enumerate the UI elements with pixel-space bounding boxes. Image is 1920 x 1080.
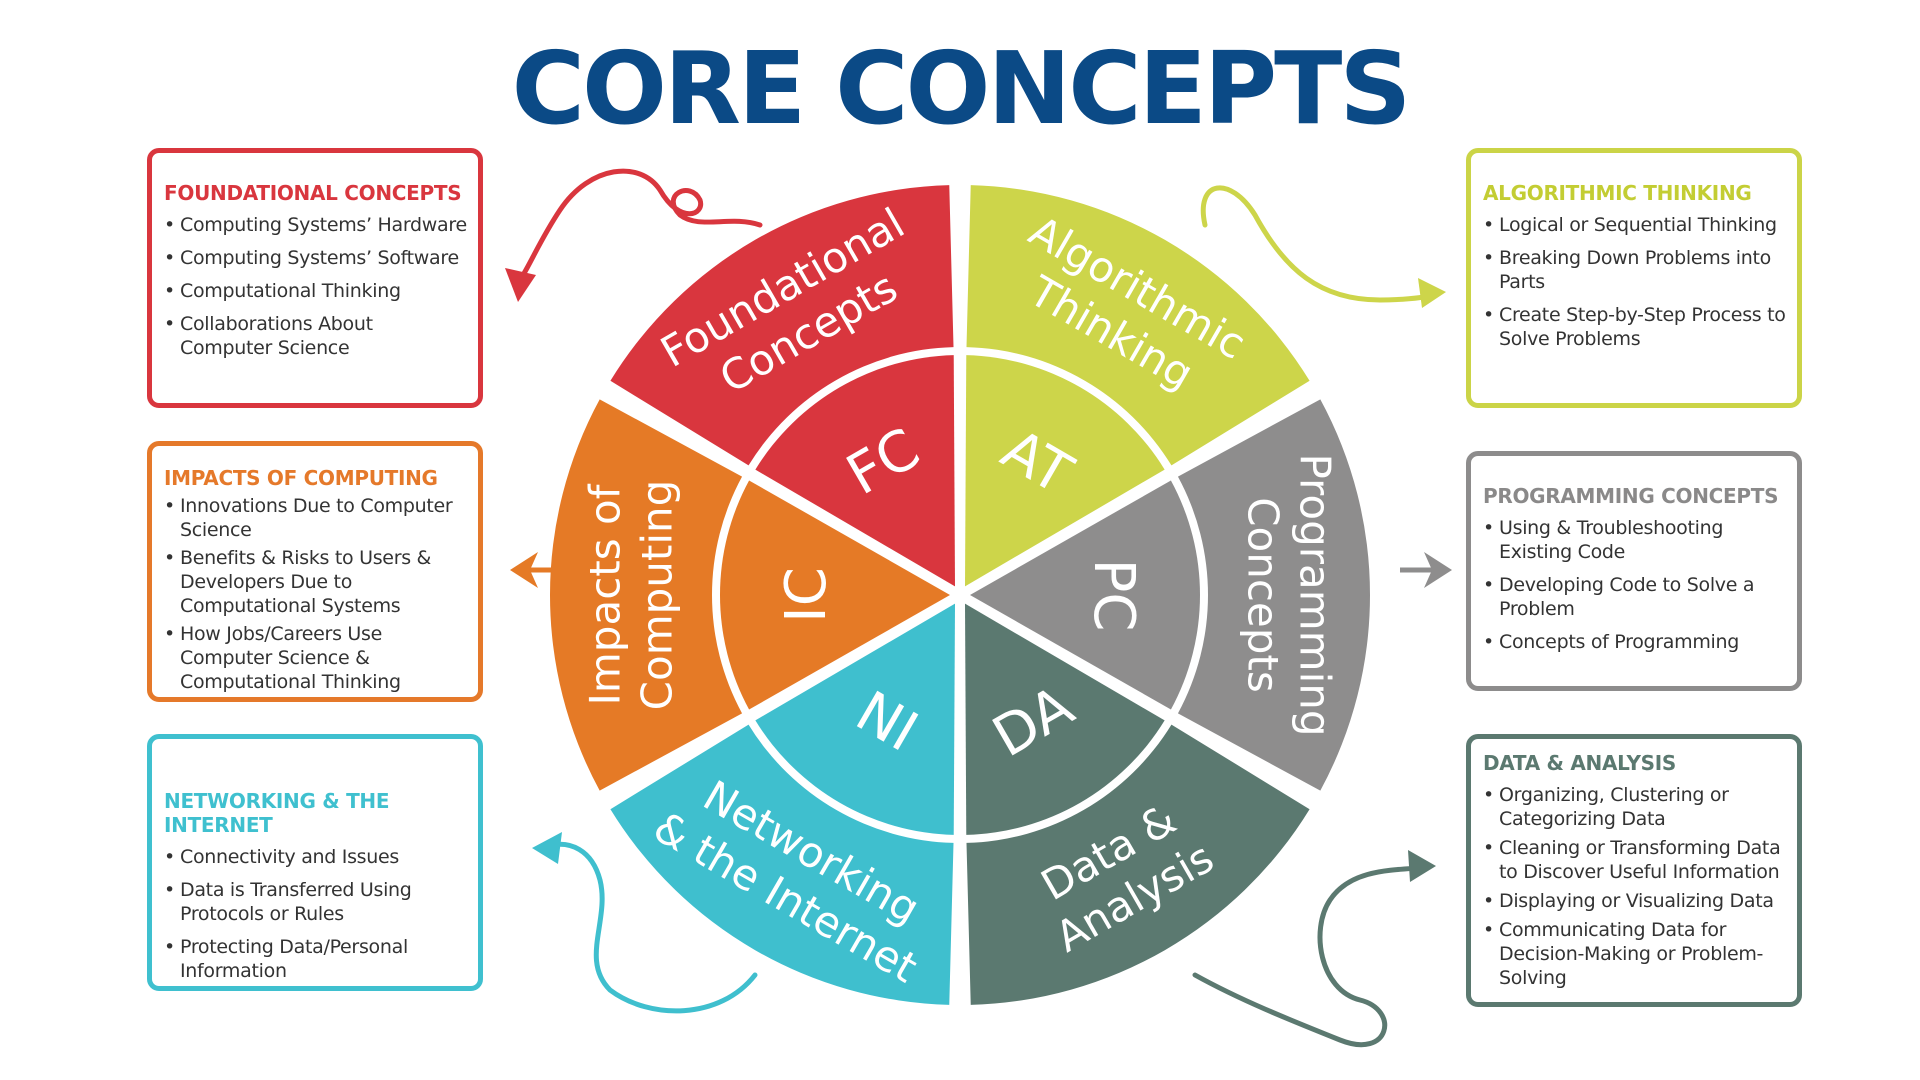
connector-arrows [505,168,1452,1048]
card-heading: IMPACTS OF COMPUTING [164,466,438,490]
card-list: Organizing, Clustering or Categorizing D… [1483,783,1787,990]
card-heading: FOUNDATIONAL CONCEPTS [164,181,462,205]
segment-abbr-ic: IC [774,567,839,623]
at-arrowhead [1418,278,1446,308]
segment-abbr-pc: PC [1081,559,1146,632]
pc-arrowhead [1424,552,1452,588]
segment-ring-fc [610,185,954,466]
segment-ring-ni [610,724,954,1005]
list-item: Logical or Sequential Thinking [1483,213,1787,237]
foundational-concepts-card: FOUNDATIONAL CONCEPTS Computing Systems’… [147,148,483,408]
segment-ring-ic [550,399,743,791]
at-connector-arrow [1200,185,1433,303]
list-item: How Jobs/Careers Use Computer Science & … [164,622,468,694]
data-analysis-card: DATA & ANALYSIS Organizing, Clustering o… [1466,734,1802,1007]
programming-concepts-card: PROGRAMMING CONCEPTS Using & Troubleshoo… [1466,451,1802,691]
card-heading: NETWORKING & THE INTERNET [164,789,390,837]
list-item: Collaborations About Computer Science [164,312,468,360]
list-item: Breaking Down Problems into Parts [1483,246,1787,294]
list-item: Using & Troubleshooting Existing Code [1483,516,1787,564]
segment-label-ic-line2: Computing [633,480,682,711]
segment-wedge-ni [755,603,955,835]
card-heading: DATA & ANALYSIS [1483,751,1677,775]
list-item: Communicating Data for Decision-Making o… [1483,918,1787,990]
card-list: Innovations Due to Computer Science Bene… [164,494,468,694]
list-item: Protecting Data/Personal Information [164,935,468,983]
segment-ring-at [966,185,1310,466]
list-item: Developing Code to Solve a Problem [1483,573,1787,621]
impacts-of-computing-card: IMPACTS OF COMPUTING Innovations Due to … [147,441,483,702]
segment-label-ic-line1: Impacts of [581,483,630,705]
card-list: Logical or Sequential Thinking Breaking … [1483,213,1787,351]
list-item: Computing Systems’ Hardware [164,213,468,237]
segment-wedge-da [965,603,1165,835]
ic-arrowhead [510,552,538,588]
list-item: Computing Systems’ Software [164,246,468,270]
card-list: Using & Troubleshooting Existing Code De… [1483,516,1787,654]
list-item: Innovations Due to Computer Science [164,494,468,542]
segment-wedge-pc [970,480,1200,710]
segment-wedge-at [965,355,1165,587]
card-list: Computing Systems’ Hardware Computing Sy… [164,213,468,360]
card-heading: PROGRAMMING CONCEPTS [1483,484,1779,508]
list-item: Create Step-by-Step Process to Solve Pro… [1483,303,1787,351]
list-item: Benefits & Risks to Users & Developers D… [164,546,468,618]
ni-arrowhead [532,832,562,864]
segment-ring-pc [1177,399,1370,791]
page-title: CORE CONCEPTS [511,30,1412,147]
segment-wedge-ic [720,480,950,710]
da-arrowhead [1408,850,1436,882]
segment-wedge-fc [755,355,955,587]
networking-internet-card: NETWORKING & THE INTERNET Connectivity a… [147,734,483,991]
card-list: Connectivity and Issues Data is Transfer… [164,845,468,983]
list-item: Displaying or Visualizing Data [1483,889,1787,913]
list-item: Organizing, Clustering or Categorizing D… [1483,783,1787,831]
segment-ring-da [966,724,1310,1005]
list-item: Connectivity and Issues [164,845,468,869]
algorithmic-thinking-card: ALGORITHMIC THINKING Logical or Sequenti… [1466,148,1802,408]
list-item: Computational Thinking [164,279,468,303]
list-item: Cleaning or Transforming Data to Discove… [1483,836,1787,884]
fc-arrowhead [505,268,536,302]
segment-label-pc-line2: Concepts [1239,497,1288,693]
ni-connector-arrow [545,841,758,1014]
list-item: Data is Transferred Using Protocols or R… [164,878,468,926]
list-item: Concepts of Programming [1483,630,1787,654]
fc-connector-arrow [517,168,763,283]
segment-label-pc-line1: Programming [1291,453,1340,736]
da-connector-arrow [1192,865,1423,1048]
card-heading: ALGORITHMIC THINKING [1483,181,1752,205]
